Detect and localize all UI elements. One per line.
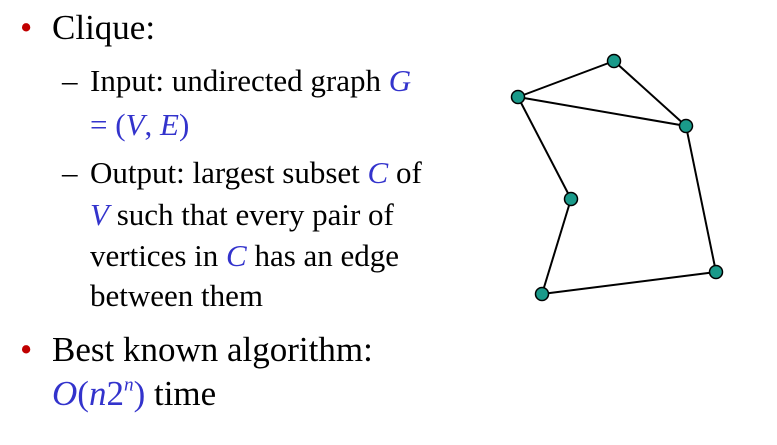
graph-vertex	[708, 264, 724, 280]
graph-vertex	[534, 286, 550, 302]
graph-edges	[517, 60, 717, 295]
sub-bullet-output-line1: Output: largest subset C of	[90, 155, 422, 190]
sub-bullet-input-line2: = (V, E)	[90, 107, 190, 142]
graph-edge	[517, 96, 572, 200]
dash: –	[62, 63, 78, 98]
graph-edge	[517, 60, 615, 98]
dash: –	[62, 155, 78, 190]
sub-bullet-output-line3: vertices in C has an edge	[90, 238, 400, 273]
bullet-dot: •	[20, 330, 33, 369]
complexity-formula: O(n2n) time	[52, 374, 217, 413]
graph-edge	[541, 271, 717, 295]
graph-edge	[613, 60, 687, 127]
graph-vertex	[678, 118, 694, 134]
graph-edge	[517, 96, 687, 127]
graph-vertex	[606, 53, 622, 69]
bullet-clique: Clique:	[52, 8, 156, 47]
graph-vertex	[510, 89, 526, 105]
graph-nodes	[510, 53, 724, 302]
bullet-dot: •	[20, 8, 33, 47]
graph-vertex	[563, 191, 579, 207]
graph-edge	[685, 125, 717, 273]
bullet-best-known: Best known algorithm:	[52, 330, 373, 369]
sub-bullet-input-line1: Input: undirected graph G	[90, 63, 412, 98]
sub-bullet-output-line2: V such that every pair of	[90, 197, 394, 232]
sub-bullet-output-line4: between them	[90, 278, 264, 313]
graph-edge	[541, 198, 572, 295]
